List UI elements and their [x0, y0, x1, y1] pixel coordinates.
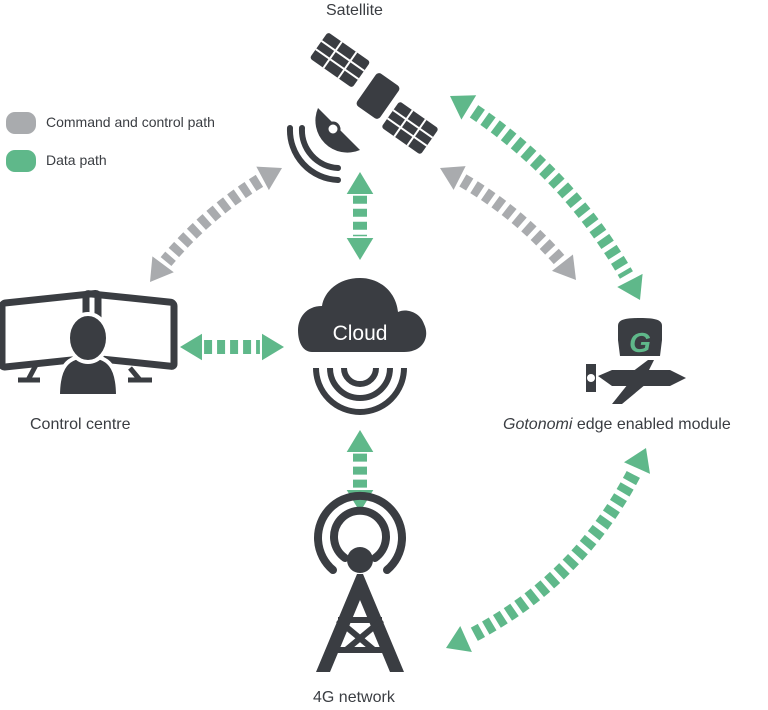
- module-label-brand: Gotonomi: [503, 416, 573, 433]
- satellite-label: Satellite: [326, 2, 383, 19]
- cloud-icon: [298, 278, 427, 415]
- link-arrow-module-network-data: [446, 448, 651, 653]
- network-label: 4G network: [313, 689, 395, 706]
- control-centre-icon: [0, 289, 178, 398]
- gotonomi-logo-letter: G: [629, 327, 651, 358]
- satellite-icon: [286, 33, 438, 183]
- control-centre-label: Control centre: [30, 416, 131, 433]
- module-label-rest: edge enabled module: [572, 416, 731, 433]
- link-arrow-control-centre-cloud-data: [180, 333, 284, 361]
- link-arrow-satellite-module-command: [440, 166, 576, 280]
- network-tower-icon: [314, 491, 406, 672]
- legend-label-command: Command and control path: [46, 114, 215, 130]
- legend-swatch-data: [6, 150, 36, 172]
- link-arrow-satellite-control-centre-command: [150, 166, 282, 282]
- gotonomi-module-icon: [586, 318, 686, 404]
- legend-label-data: Data path: [46, 152, 107, 168]
- link-arrow-satellite-cloud-data: [346, 172, 374, 260]
- cloud-label: Cloud: [333, 322, 388, 345]
- module-label: Gotonomi edge enabled module: [503, 416, 731, 434]
- legend-swatch-command: [6, 112, 36, 134]
- link-arrow-satellite-module-data: [450, 95, 643, 300]
